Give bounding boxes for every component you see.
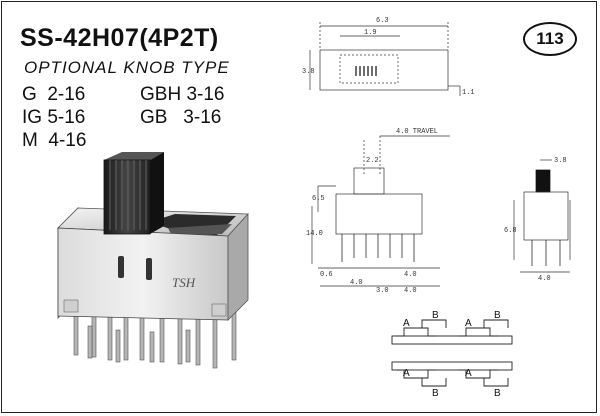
svg-text:6.3: 6.3	[376, 17, 389, 25]
brand-mark: TSH	[172, 275, 196, 290]
page-number-badge: 113	[523, 22, 577, 56]
svg-text:3.8: 3.8	[554, 157, 567, 165]
svg-text:1.9: 1.9	[364, 29, 377, 37]
svg-text:2.2: 2.2	[366, 157, 379, 165]
svg-text:A: A	[465, 368, 472, 379]
subtitle: OPTIONAL KNOB TYPE	[24, 58, 230, 77]
svg-text:4.0: 4.0	[350, 279, 363, 287]
switch-knob	[103, 152, 164, 235]
knob-type-g: G 2-16	[22, 84, 86, 105]
svg-text:B: B	[494, 388, 501, 399]
svg-text:3.0: 3.0	[376, 287, 389, 295]
svg-text:4.0: 4.0	[404, 271, 417, 279]
svg-text:4.0: 4.0	[538, 275, 551, 283]
svg-text:B: B	[432, 310, 439, 321]
svg-text:6.5: 6.5	[312, 195, 325, 203]
svg-text:A: A	[403, 368, 410, 379]
svg-text:B: B	[494, 310, 501, 321]
knob-type-ig: IG 5-16	[22, 107, 86, 128]
model-title: SS-42H07(4P2T)	[20, 24, 219, 52]
svg-text:A: A	[403, 318, 410, 329]
svg-text:4.0: 4.0	[404, 287, 417, 295]
svg-text:1.1: 1.1	[462, 89, 475, 97]
svg-text:A: A	[465, 318, 472, 329]
svg-text:B: B	[432, 388, 439, 399]
knob-type-gbh: GBH 3-16	[140, 84, 225, 105]
switch-pins	[73, 299, 237, 369]
svg-text:4.0 TRAVEL: 4.0 TRAVEL	[396, 128, 438, 136]
svg-text:0.6: 0.6	[320, 271, 333, 279]
svg-text:3.8: 3.8	[302, 68, 315, 76]
knob-type-m: M 4-16	[22, 130, 87, 151]
knob-type-gb: GB 3-16	[140, 107, 222, 128]
svg-text:14.0: 14.0	[306, 230, 323, 238]
svg-text:6.8: 6.8	[504, 227, 517, 235]
